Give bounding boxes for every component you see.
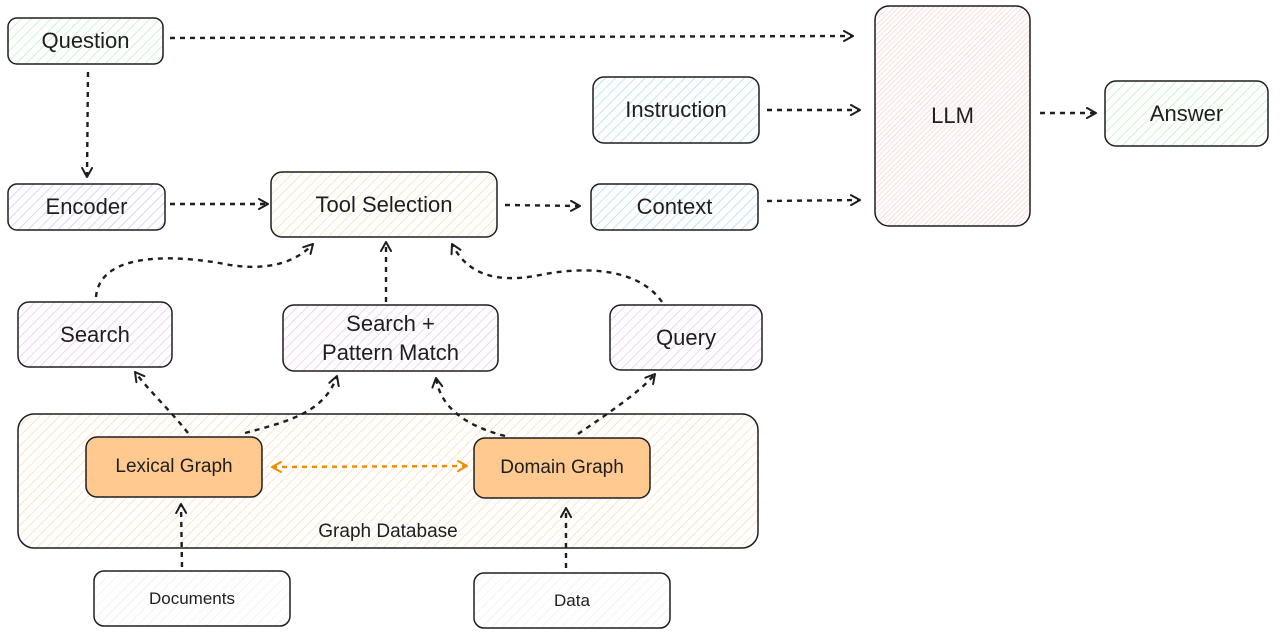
encoder-box (7, 183, 166, 231)
query-box (609, 304, 763, 371)
search-box (17, 301, 173, 368)
arrow-context-to-llm (766, 194, 861, 207)
search-pattern-box (282, 304, 499, 372)
arrow-tool-selection-to-context (504, 199, 581, 212)
domain-graph-box (473, 437, 651, 499)
arrow-query-to-tool-selection (450, 243, 663, 303)
arrow-lexical-to-search (134, 371, 189, 434)
data-box (473, 572, 671, 629)
arrow-domain-to-query (577, 373, 656, 435)
llm-box (874, 5, 1031, 227)
instruction-box (592, 76, 760, 144)
arrow-question-to-encoder (81, 71, 94, 178)
question-box (7, 17, 164, 65)
documents-box (93, 570, 291, 627)
arrow-lexical-to-search-pattern (244, 375, 340, 435)
arrow-documents-to-lexical (175, 503, 188, 568)
answer-box (1104, 80, 1269, 147)
arrow-lexical-domain-bidirectional (271, 460, 468, 473)
context-box (590, 183, 759, 231)
arrow-question-to-llm (169, 30, 854, 43)
arrow-search-to-tool-selection (94, 243, 314, 298)
arrow-domain-to-search-pattern (431, 377, 506, 438)
lexical-graph-box (85, 436, 263, 498)
tool-selection-box (270, 171, 498, 238)
